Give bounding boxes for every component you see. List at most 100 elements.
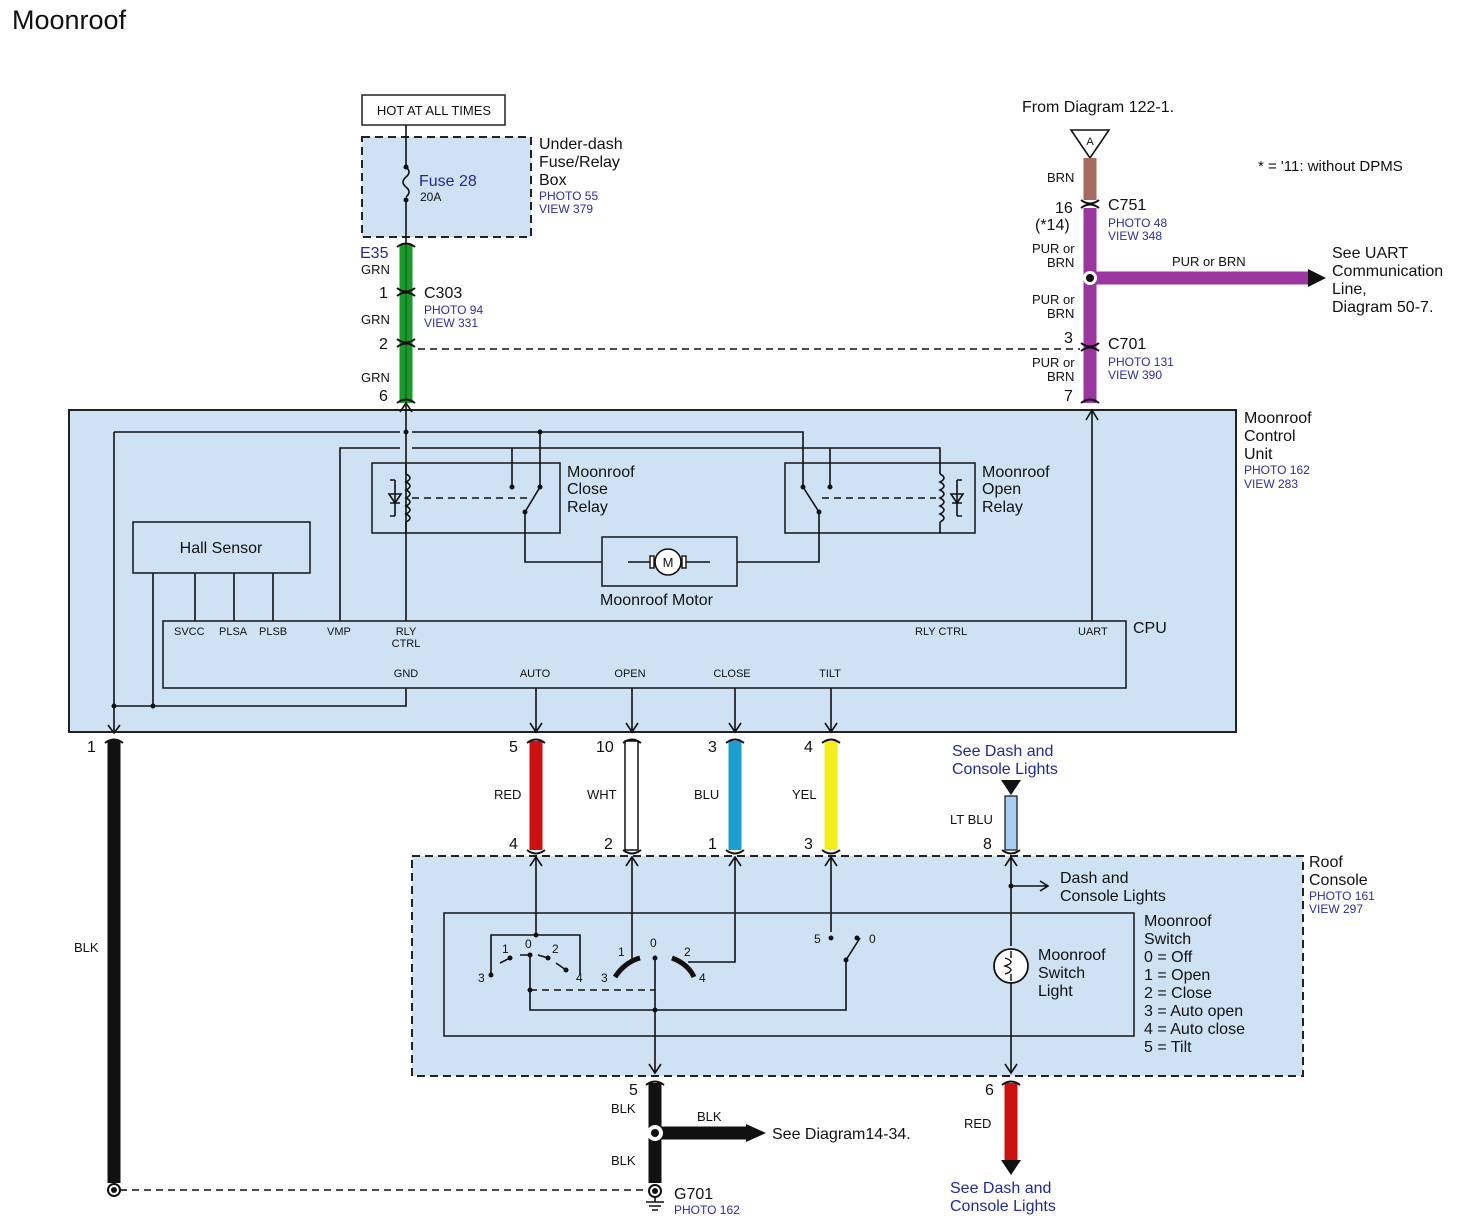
control-unit-name-1: Moonroof	[1244, 410, 1312, 427]
moonroof-motor-label: Moonroof Motor	[600, 592, 714, 609]
cpu-pin-gnd: GND	[394, 668, 419, 680]
e35-link[interactable]: E35	[360, 245, 389, 262]
roof-console-view[interactable]: VIEW 297	[1309, 902, 1363, 916]
sw-mid-arc-right	[671, 955, 697, 979]
sw-tilt-pos-5: 5	[814, 932, 821, 946]
control-unit-name-3: Unit	[1244, 446, 1273, 463]
c303-view[interactable]: VIEW 331	[424, 316, 478, 330]
switch-legend-0: 0 = Off	[1144, 949, 1193, 966]
console-pin-5: 5	[629, 1082, 638, 1099]
fuse-box-photo[interactable]: PHOTO 55	[539, 189, 598, 203]
grn-label-3: GRN	[361, 370, 390, 385]
blk-label-4: BLK	[611, 1153, 636, 1168]
uart-wire-label: PUR or BRN	[1172, 254, 1246, 269]
see-dash-top-1[interactable]: See Dash and	[952, 743, 1053, 760]
ltblu-wire	[1004, 795, 1018, 851]
mcu-pin-6: 6	[379, 388, 388, 405]
c701-photo[interactable]: PHOTO 131	[1108, 355, 1174, 369]
sw-mid-pos-4: 4	[699, 971, 706, 985]
c701-pin-3: 3	[1064, 330, 1073, 347]
connector-marks-harness	[526, 738, 1021, 855]
close-relay-label-1: Moonroof	[567, 464, 635, 481]
ltblu-label: LT BLU	[950, 812, 993, 827]
blk-label-3: BLK	[697, 1109, 722, 1124]
cpu-pin-ctrl: CTRL	[392, 638, 421, 650]
sw-left-pos-4: 4	[576, 971, 583, 985]
cpu-pin-tilt: TILT	[819, 668, 841, 680]
mcu-pin-5: 5	[509, 739, 518, 756]
c751-view[interactable]: VIEW 348	[1108, 229, 1162, 243]
switch-light-label-2: Switch	[1038, 965, 1085, 982]
dash-console-1: Dash and	[1060, 870, 1129, 887]
connector-a-label: A	[1086, 136, 1094, 148]
grn-label-1: GRN	[361, 262, 390, 277]
see-diagram-14-34: See Diagram14-34.	[772, 1126, 911, 1143]
control-unit-name-2: Control	[1244, 428, 1296, 445]
cpu-pin-open: OPEN	[614, 668, 645, 680]
mcu-pin-4: 4	[804, 739, 813, 756]
fuse-box-view[interactable]: VIEW 379	[539, 202, 593, 216]
diagram-50-7-link[interactable]: 50-7	[1397, 299, 1429, 316]
uart-arrow	[1308, 269, 1326, 287]
c701-name: C701	[1108, 336, 1146, 353]
c303-pin-2: 2	[379, 336, 388, 353]
switch-light-label-3: Light	[1038, 983, 1073, 1000]
connector-a-symbol	[1069, 129, 1111, 160]
mcu-pin-3: 3	[708, 739, 717, 756]
see-dash-bottom-2[interactable]: Console Lights	[950, 1198, 1056, 1215]
fuse-28-link[interactable]: Fuse 28	[419, 173, 477, 190]
moonroof-switch-box	[443, 912, 1135, 1037]
open-relay-label-3: Relay	[982, 499, 1023, 516]
sw-mid-arc-left	[612, 955, 641, 979]
pur-or-label-1: PUR or	[1032, 241, 1075, 256]
uart-see-3: Line,	[1332, 281, 1367, 298]
hot-at-all-times-box	[361, 94, 506, 126]
roof-console-photo[interactable]: PHOTO 161	[1309, 889, 1375, 903]
cpu-pin-rly: RLY	[396, 626, 417, 638]
sw-mid-pos-2: 2	[684, 945, 691, 959]
wht-wire	[624, 740, 639, 851]
open-relay-label-2: Open	[982, 481, 1021, 498]
switch-title-1: Moonroof	[1144, 913, 1212, 930]
c751-photo[interactable]: PHOTO 48	[1108, 216, 1167, 230]
cpu-label: CPU	[1133, 620, 1167, 637]
close-relay-label-2: Close	[567, 481, 608, 498]
red-label-2: RED	[964, 1116, 991, 1131]
switch-legend-5: 5 = Tilt	[1144, 1039, 1192, 1056]
sw-tilt-pos-0: 0	[869, 932, 876, 946]
see-dash-top-2[interactable]: Console Lights	[952, 761, 1058, 778]
console-pin-2: 2	[604, 836, 613, 853]
diagram-122-1-link[interactable]: 122-1	[1129, 99, 1170, 116]
c701-view[interactable]: VIEW 390	[1108, 368, 1162, 382]
fuse-box-name-3: Box	[539, 172, 567, 189]
sw-left-pos-0: 0	[525, 937, 532, 951]
console-pin-1: 1	[708, 836, 717, 853]
cpu-pin-auto: AUTO	[520, 668, 551, 680]
brn-label-1: BRN	[1047, 255, 1074, 270]
sw-left-pos-3: 3	[478, 971, 485, 985]
switch-light-bulb-icon	[993, 948, 1029, 984]
switch-legend-4: 4 = Auto close	[1144, 1021, 1245, 1038]
cpu-pin-close: CLOSE	[713, 668, 750, 680]
cpu-pin-svcc: SVCC	[174, 626, 205, 638]
red-label: RED	[494, 787, 521, 802]
c303-photo[interactable]: PHOTO 94	[424, 303, 483, 317]
control-unit-view[interactable]: VIEW 283	[1244, 477, 1298, 491]
uart-see-2: Communication	[1332, 263, 1443, 280]
brn-label-3: BRN	[1047, 369, 1074, 384]
g701-photo[interactable]: PHOTO 162	[674, 1203, 740, 1217]
hall-sensor-box	[132, 521, 311, 574]
open-relay-internals	[737, 448, 965, 563]
see-dash-top-arrow	[1001, 780, 1021, 795]
c303-name: C303	[424, 285, 462, 302]
diagram-14-34-link[interactable]: 14-34	[865, 1126, 906, 1143]
internal-wiring	[107, 401, 1099, 735]
fuse-relay-box	[361, 136, 532, 238]
console-pin-6: 6	[985, 1082, 994, 1099]
see-dash-bottom-1[interactable]: See Dash and	[950, 1180, 1051, 1197]
control-unit-photo[interactable]: PHOTO 162	[1244, 463, 1310, 477]
from-diagram-text: From Diagram 122-1.	[1022, 99, 1174, 116]
console-input-arrows	[529, 855, 1050, 963]
g701-name: G701	[674, 1186, 713, 1203]
